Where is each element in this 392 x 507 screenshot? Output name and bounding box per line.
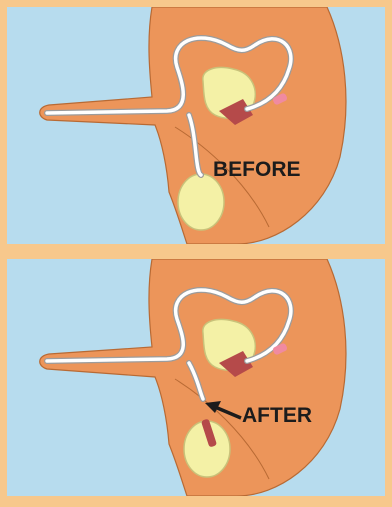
before-diagram xyxy=(7,7,385,244)
testicle xyxy=(178,174,224,230)
after-diagram xyxy=(7,259,385,496)
before-panel: BEFORE xyxy=(7,7,385,244)
before-label: BEFORE xyxy=(213,158,301,182)
after-label: AFTER xyxy=(242,404,312,428)
after-panel: AFTER xyxy=(7,259,385,496)
